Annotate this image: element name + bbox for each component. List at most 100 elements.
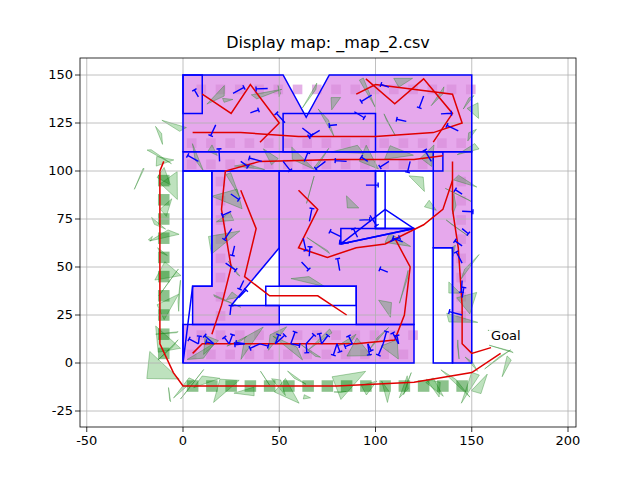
tick-mark <box>471 427 472 432</box>
tick-mark <box>75 315 80 316</box>
heading-arrow <box>462 229 470 236</box>
cell <box>399 350 409 360</box>
y-tick-label: 150 <box>48 68 73 82</box>
heading-arrow <box>304 344 309 353</box>
heading-arrow <box>454 188 462 194</box>
heading-arrow <box>249 344 260 351</box>
obstacle-outline <box>183 152 443 171</box>
heading-arrow <box>394 335 399 344</box>
route-line <box>241 190 347 315</box>
x-tick-label: 200 <box>556 434 581 448</box>
heading-arrow <box>250 108 259 113</box>
x-tick-label: 0 <box>179 434 187 448</box>
obstacle-outline <box>341 229 414 244</box>
heading-arrow <box>241 161 250 168</box>
grid-line <box>86 58 87 427</box>
cell <box>447 85 457 95</box>
heading-arrow <box>322 334 330 344</box>
heading-arrow <box>344 344 352 349</box>
obstacle-outline <box>433 248 452 363</box>
coverage-triangle <box>449 282 460 293</box>
heading-arrow <box>331 344 337 356</box>
heading-arrow <box>237 280 243 290</box>
obstacle-outline <box>183 171 212 363</box>
coverage-triangle <box>394 78 413 87</box>
coverage-triangle <box>207 86 224 105</box>
coverage-triangle <box>409 176 424 192</box>
coverage-triangle <box>274 378 299 403</box>
heading-arrow <box>304 152 310 162</box>
y-tick-label: 75 <box>56 212 73 226</box>
cell <box>293 85 303 95</box>
obstacle-outline <box>283 113 375 151</box>
coverage-triangle <box>208 145 217 156</box>
heading-arrow <box>339 240 348 245</box>
tick-mark <box>75 123 80 124</box>
cell <box>245 138 255 148</box>
heading-arrow <box>367 344 372 355</box>
route-line <box>366 79 453 142</box>
heading-arrow <box>283 161 292 171</box>
coverage-cell <box>360 380 372 392</box>
heading-arrow <box>329 123 337 128</box>
cell <box>399 159 409 169</box>
heading-arrow <box>329 229 341 237</box>
y-tick-label: 50 <box>56 260 73 274</box>
route-line <box>453 161 492 353</box>
coverage-triangle <box>446 220 468 236</box>
coverage-triangle <box>134 168 144 189</box>
obstacle-outline <box>183 75 202 113</box>
coverage-triangle <box>155 126 162 144</box>
route-line <box>160 161 501 386</box>
y-tick-label: 25 <box>56 308 73 322</box>
heading-arrow <box>249 156 262 162</box>
coverage-triangle <box>421 145 434 167</box>
coverage-triangle <box>204 335 219 354</box>
tick-mark <box>279 427 280 432</box>
heading-arrow <box>441 111 452 116</box>
coverage-cell <box>437 380 449 392</box>
heading-arrow <box>376 344 383 356</box>
heading-arrow <box>370 215 379 227</box>
x-tick-label: 50 <box>271 434 288 448</box>
coverage-triangle <box>502 356 511 377</box>
heading-arrow <box>307 247 312 257</box>
obstacle-outline <box>341 209 414 244</box>
cell <box>466 85 476 95</box>
tick-mark <box>375 427 376 432</box>
grid-line <box>80 75 576 76</box>
tick-mark <box>75 171 80 172</box>
coverage-cell <box>379 380 391 392</box>
coverage-triangle <box>291 277 325 287</box>
x-tick-label: 100 <box>363 434 388 448</box>
heading-arrow <box>231 194 240 202</box>
plot-area <box>80 58 576 427</box>
cell <box>418 138 428 148</box>
cell <box>456 138 466 148</box>
cell <box>399 138 409 148</box>
heading-arrow <box>380 82 389 87</box>
heading-arrow <box>346 335 352 344</box>
heading-arrow <box>354 112 365 120</box>
heading-arrow <box>291 343 300 348</box>
obstacle-outline <box>183 75 472 152</box>
heading-arrow <box>383 331 389 344</box>
heading-arrow <box>226 263 238 272</box>
heading-arrow <box>303 238 308 251</box>
cell <box>225 138 235 148</box>
x-tick-label: 150 <box>459 434 484 448</box>
heading-arrow <box>351 228 357 237</box>
heading-arrow <box>222 336 229 344</box>
coverage-triangle <box>454 175 477 187</box>
coverage-triangle <box>471 374 487 394</box>
cell <box>322 350 332 360</box>
heading-arrow <box>302 262 311 271</box>
heading-arrow <box>192 89 198 97</box>
heading-arrow <box>217 149 222 162</box>
heading-arrow <box>186 153 198 161</box>
coverage-triangle <box>208 231 239 254</box>
grid-line <box>80 267 576 268</box>
cell <box>187 138 197 148</box>
